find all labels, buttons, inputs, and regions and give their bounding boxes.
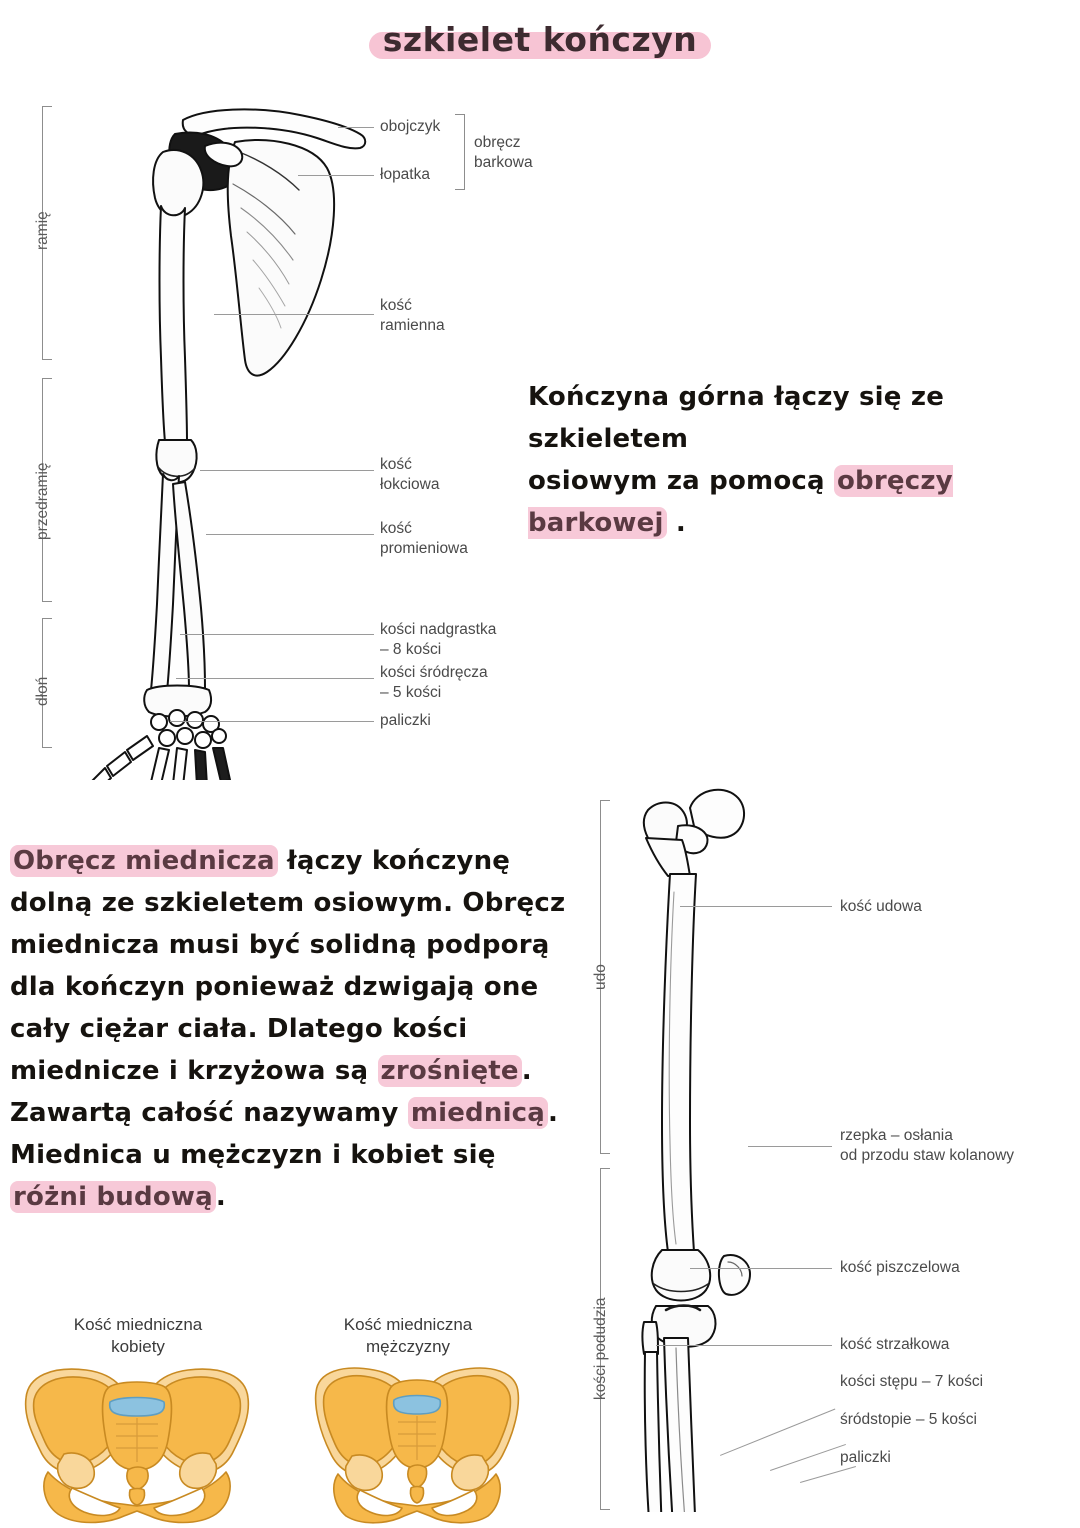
- leader-kosc-lokciowa: [200, 470, 374, 471]
- bracket-label-ramie: ramię: [34, 211, 51, 250]
- label-obojczyk: obojczyk: [380, 118, 441, 135]
- pelvis-paragraph-seg-2: łączy kończynę dolną ze szkieletem osiow…: [10, 846, 566, 1086]
- label-kosc-strzalkowa: kość strzałkowa: [840, 1336, 950, 1353]
- label-paliczki-stopy: paliczki: [840, 1449, 891, 1466]
- leader-paliczki-reki: [170, 721, 374, 722]
- leader-kosc-piszczelowa: [690, 1268, 832, 1269]
- pelvis-caption-male-line1: Kość miedniczna: [343, 1315, 473, 1334]
- page-title-text: szkielet kończyn: [382, 20, 698, 59]
- leader-kosc-promieniowa: [206, 534, 374, 535]
- leader-obojczyk: [338, 127, 374, 128]
- lower-limb-skeleton-illustration: [618, 782, 848, 1512]
- pelvis-caption-female-line2: kobiety: [111, 1337, 165, 1356]
- bracket-udo: [600, 800, 610, 1154]
- pelvis-paragraph-seg-4: . Zawartą całość nazywamy: [10, 1056, 532, 1128]
- label-kosc-promieniowa: kość promieniowa: [380, 520, 468, 557]
- label-kosc-lokciowa: kość łokciowa: [380, 456, 440, 493]
- bracket-ramie: [42, 106, 52, 360]
- pelvis-illustration-male: [292, 1358, 542, 1528]
- leader-kosc-ramienna: [214, 314, 374, 315]
- label-kosci-nadgrastka: kości nadgrastka – 8 kości: [380, 621, 497, 658]
- label-paliczki-reki: paliczki: [380, 712, 431, 729]
- leader-rzepka: [748, 1146, 832, 1147]
- upper-paragraph-line1: Kończyna górna łączy się ze szkieletem: [528, 382, 945, 454]
- pelvis-paragraph-hl-5: miednicą: [407, 1097, 549, 1129]
- upper-paragraph-line2-pre: osiowym za pomocą: [528, 466, 834, 496]
- label-kosc-udowa: kość udowa: [840, 898, 922, 915]
- label-kosc-piszczelowa: kość piszczelowa: [840, 1259, 960, 1276]
- label-srodstopie: śródstopie – 5 kości: [840, 1411, 977, 1428]
- pelvis-paragraph-hl-1: Obręcz miednicza: [10, 845, 278, 877]
- label-kosci-stepu: kości stępu – 7 kości: [840, 1373, 984, 1390]
- pelvis-paragraph: Obręcz miednicza łączy kończynę dolną ze…: [10, 840, 570, 1218]
- bracket-label-udo: udo: [592, 964, 609, 990]
- leader-kosci-srodrecza: [176, 678, 374, 679]
- pelvis-paragraph-hl-7: różni budową: [10, 1181, 216, 1213]
- upper-paragraph-line2: osiowym za pomocą obręczy barkowej .: [528, 460, 1068, 544]
- pelvis-caption-female-line1: Kość miedniczna: [73, 1315, 203, 1334]
- bracket-label-kosci-podudzia: kości podudzia: [592, 1297, 609, 1400]
- bracket-dlon: [42, 618, 52, 748]
- pelvis-illustration-female: [12, 1358, 262, 1528]
- leader-kosc-udowa: [680, 906, 832, 907]
- bracket-label-przedramie: przedramię: [34, 462, 51, 540]
- pelvis-caption-female: Kość miedniczna kobiety: [18, 1314, 258, 1358]
- pelvis-caption-male-line2: mężczyzny: [365, 1337, 451, 1356]
- page-title-container: szkielet kończyn: [0, 18, 1080, 63]
- pelvis-paragraph-seg-6: . Miednica u mężczyzn i kobiet się: [10, 1098, 559, 1170]
- leader-kosci-nadgrastka: [180, 634, 374, 635]
- label-lopatka: łopatka: [380, 166, 430, 183]
- label-kosci-srodrecza: kości śródręcza – 5 kości: [380, 664, 488, 701]
- pelvis-caption-male: Kość miedniczna mężczyzny: [288, 1314, 528, 1358]
- bracket-label-dlon: dłoń: [34, 676, 51, 706]
- label-rzepka: rzepka – osłania od przodu staw kolanowy: [840, 1127, 1015, 1164]
- pelvis-paragraph-hl-3: zrośnięte: [377, 1055, 522, 1087]
- upper-paragraph-line2-post: .: [666, 508, 686, 538]
- bracket-obrecz-barkowa: [455, 114, 465, 190]
- page-title: szkielet kończyn: [368, 18, 712, 63]
- bracket-kosci-podudzia: [600, 1168, 610, 1510]
- leader-kosc-strzalkowa: [656, 1345, 832, 1346]
- upper-limb-paragraph: Kończyna górna łączy się ze szkieletem o…: [528, 376, 1068, 544]
- title-highlight: [368, 32, 712, 59]
- pelvis-paragraph-seg-8: .: [215, 1182, 226, 1212]
- label-kosc-ramienna: kość ramienna: [380, 297, 445, 334]
- bracket-przedramie: [42, 378, 52, 602]
- upper-limb-skeleton-illustration: [55, 90, 385, 780]
- label-obrecz-barkowa: obręcz barkowa: [474, 134, 533, 171]
- leader-lopatka: [298, 175, 374, 176]
